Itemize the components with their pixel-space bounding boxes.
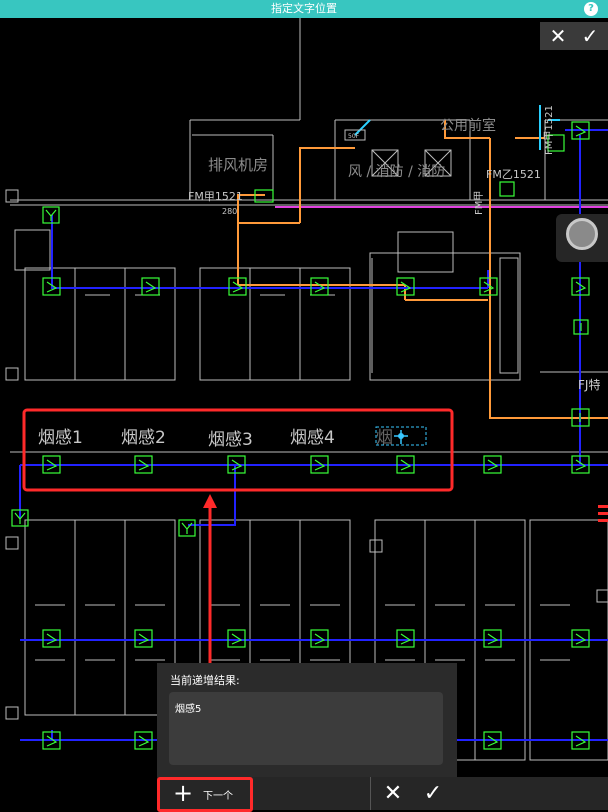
result-field[interactable]: 烟感5 [169, 692, 443, 765]
fm-a-right-label: FM甲1521 [544, 105, 555, 155]
panel-title: 当前递增结果: [170, 674, 240, 687]
smoke-label-4: 烟感4 [290, 428, 335, 448]
window-title: 指定文字位置 [271, 2, 337, 15]
fm-a-left-label: FM甲1521 [188, 190, 243, 203]
cad-canvas[interactable]: 排风机房 FM甲1521 280 风 / 消防 / 消防 FM乙1521 公用前… [0, 18, 608, 810]
public-room-label: 公用前室 [440, 117, 496, 134]
separator [370, 777, 371, 810]
smoke-label-1: 烟感1 [38, 428, 83, 448]
next-highlight [157, 777, 253, 812]
bottom-bar: + 下一个 ✕ ✓ [157, 777, 608, 810]
fj-label: FJ特 [578, 377, 600, 392]
fm-a-mid-label: FM甲 [474, 191, 485, 215]
close-icon[interactable]: ✕ [549, 24, 567, 48]
width-280-label: 280 [222, 207, 237, 216]
joystick[interactable] [556, 214, 608, 262]
small-tag-label: 50F [348, 133, 360, 140]
confirm-icon[interactable]: ✓ [581, 24, 599, 48]
result-value: 烟感5 [175, 704, 202, 715]
exhaust-room-label: 排风机房 [208, 156, 268, 174]
next-label: 下一个 [203, 791, 233, 802]
top-toolbar: ✕ ✓ [540, 22, 608, 50]
cancel-icon[interactable]: ✕ [383, 781, 403, 806]
smoke-label-3: 烟感3 [208, 430, 253, 450]
highlight-box [22, 408, 454, 492]
add-icon: + [173, 779, 194, 807]
apply-icon[interactable]: ✓ [423, 781, 443, 806]
joystick-knob[interactable] [566, 218, 598, 250]
fire-room-label: 风 / 消防 / 消防 [348, 164, 445, 180]
title-bar: 指定文字位置 ? [0, 0, 608, 18]
smoke-label-2: 烟感2 [121, 428, 166, 448]
fm-b-label: FM乙1521 [486, 168, 541, 181]
help-icon[interactable]: ? [584, 2, 598, 16]
smoke-label-5-preview: 烟 [376, 428, 393, 448]
next-button[interactable]: + 下一个 [157, 777, 250, 810]
text-placement-preview [375, 426, 427, 446]
